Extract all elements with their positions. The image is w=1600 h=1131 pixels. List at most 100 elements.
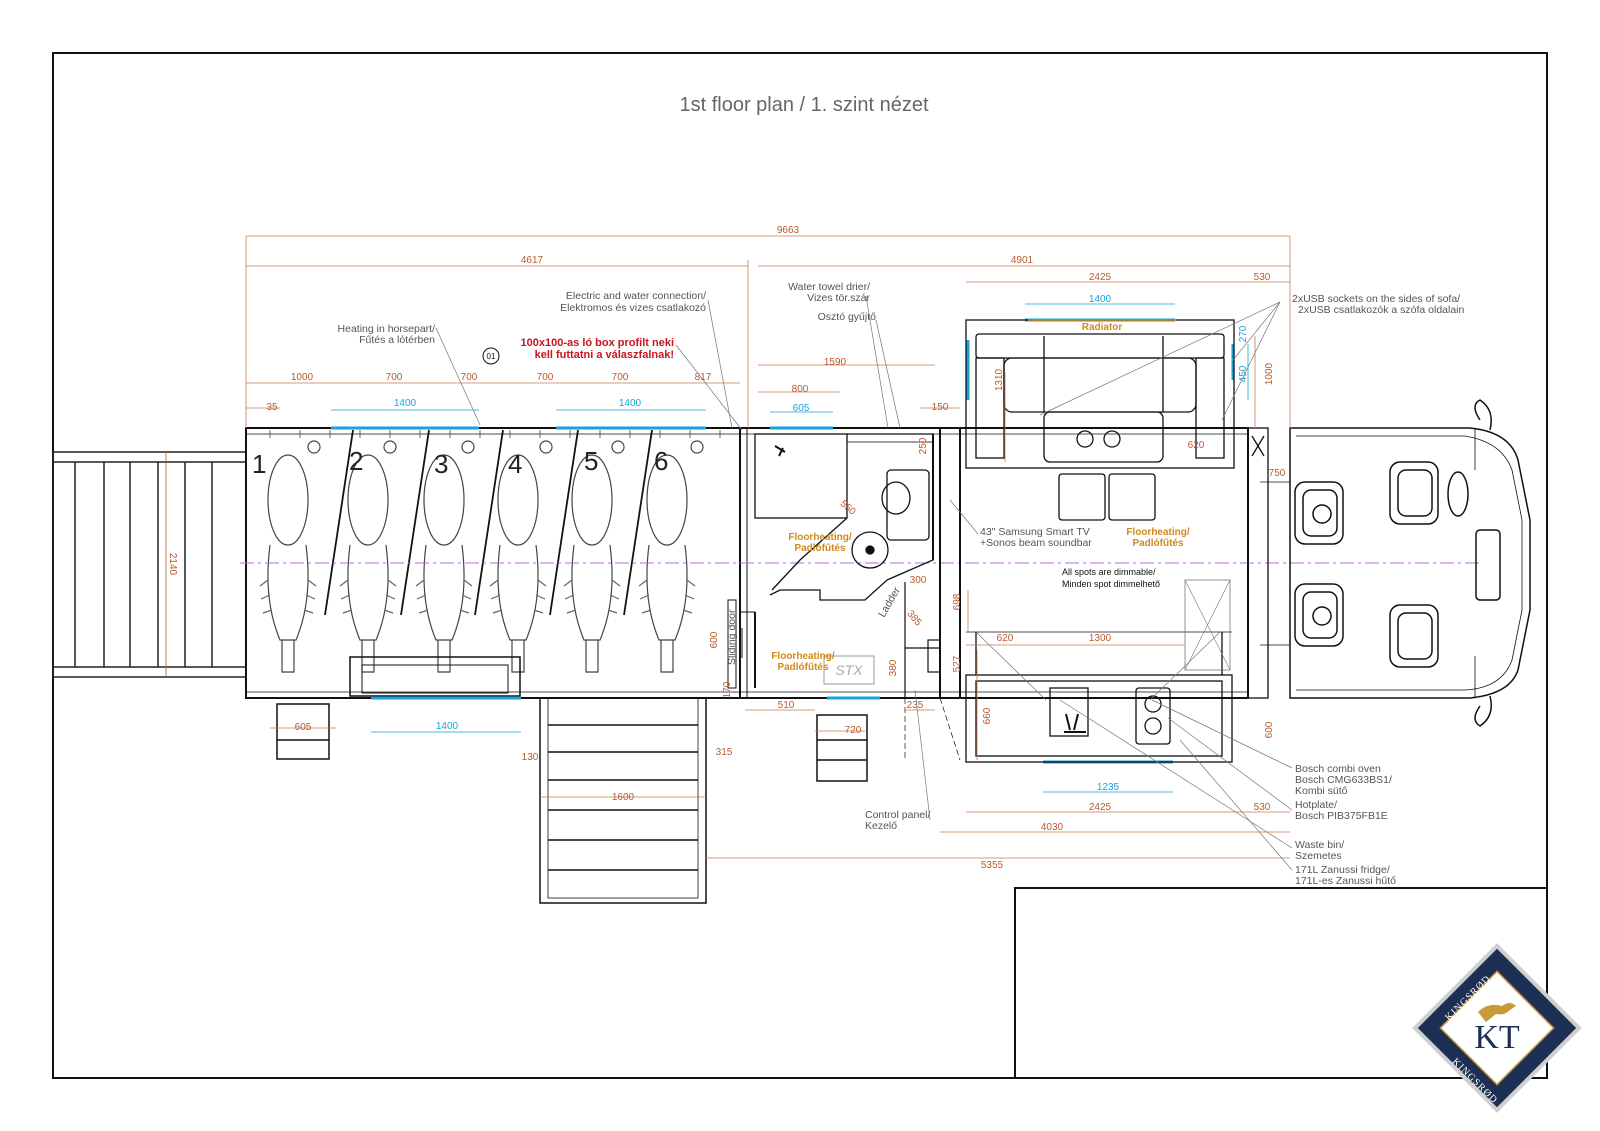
hotplate-label: Bosch PIB375FB1E (1295, 810, 1388, 822)
tv-label: +Sonos beam soundbar (980, 537, 1092, 549)
manifold-label: Osztó gyűjtő (818, 311, 877, 323)
title-block (1014, 887, 1548, 1079)
dim-kitchen-600: 600 (1264, 721, 1275, 738)
rear-ramp (52, 451, 247, 678)
dim-width-2140: 2140 (167, 553, 178, 576)
dim-kitchen-660: 660 (982, 707, 993, 724)
dim-550: 550 (838, 499, 858, 518)
dim-698: 698 (952, 593, 963, 610)
dim-385: 385 (904, 608, 923, 628)
dim-stall: 817 (695, 372, 712, 383)
dim-527: 527 (952, 655, 963, 672)
control-panel-label: Kezelő (865, 820, 897, 832)
partition-note: 01 100x100-as ló box profilt neki kell f… (482, 337, 674, 365)
stall-dividers (324, 429, 653, 616)
dim-stall: 700 (386, 372, 403, 383)
dim-window-2: 1400 (619, 398, 642, 409)
dim-kitchen-1300: 1300 (1089, 633, 1112, 644)
svg-text:kell futtatni a válaszfalnak!: kell futtatni a válaszfalnak! (535, 349, 674, 361)
dim-170: 170 (722, 681, 733, 698)
waste-bin-label: Waste bin/ (1295, 839, 1344, 851)
sofa (965, 319, 1235, 521)
spots-label: Minden spot dimmelhető (1062, 579, 1160, 589)
svg-text:STX: STX (835, 662, 863, 678)
dim-offset-130: 130 (522, 752, 539, 763)
svg-text:01: 01 (487, 352, 496, 361)
dim-step-510: 510 (778, 700, 795, 711)
svg-text:100x100-as ló box profilt neki: 100x100-as ló box profilt neki (521, 337, 674, 349)
dim-living-5355: 5355 (981, 860, 1004, 871)
dim-horse-section: 4617 (521, 255, 544, 266)
usb-label: 2xUSB sockets on the sides of sofa/ (1292, 293, 1460, 305)
floorheat-living-label: Padlófűtés (1132, 538, 1184, 549)
dim-depth-1310: 1310 (994, 368, 1005, 391)
oven-label: Bosch combi oven (1295, 763, 1381, 775)
dim-depth-450: 450 (1238, 365, 1249, 382)
dim-window-1: 1400 (394, 398, 417, 409)
cab-partition (1247, 427, 1269, 699)
leader-lines (435, 295, 1293, 871)
radiator-label: Radiator (1082, 322, 1123, 333)
dim-tank-605: 605 (295, 722, 312, 733)
dim-window-bottom: 1400 (436, 721, 459, 732)
dim-stall: 700 (612, 372, 629, 383)
towel-drier-label: Vizes tör.szár (807, 292, 870, 304)
floorheat-bath-label: Padlófűtés (794, 543, 846, 554)
stall-number: 3 (434, 449, 448, 479)
dim-table-620: 620 (1188, 440, 1205, 451)
floorheat-living-label: Floorheating/ (1126, 527, 1190, 538)
dim-kitchen-side: 530 (1254, 802, 1271, 813)
horse-icon (1478, 1003, 1516, 1022)
dim-300: 300 (910, 575, 927, 586)
dim-kitchen-window: 1235 (1097, 782, 1120, 793)
ladder-label: Ladder (876, 585, 903, 620)
dim-step-720: 720 (845, 725, 862, 736)
floorheat-hall-label: Floorheating/ (771, 651, 835, 662)
stall-number: 5 (584, 446, 598, 476)
spots-label: All spots are dimmable/ (1062, 567, 1156, 577)
stall-number: 4 (508, 449, 522, 479)
kitchen (965, 579, 1233, 763)
fridge-label: 171L Zanussi fridge/ (1295, 864, 1390, 876)
sheet-border (52, 52, 1548, 1079)
logo-initials: KT (1474, 1019, 1520, 1056)
truck-cab (1260, 399, 1531, 727)
dim-250: 250 (918, 437, 929, 454)
dim-kitchen-width: 2425 (1089, 802, 1112, 813)
dim-bath-width: 1590 (824, 357, 847, 368)
hallway (904, 582, 961, 761)
tv-label: 43" Samsung Smart TV (980, 526, 1090, 538)
dim-shower-width: 800 (792, 384, 809, 395)
floorheat-hall-label: Padlófűtés (777, 662, 829, 673)
floorheat-bath-label: Floorheating/ (788, 532, 852, 543)
page-title: 1st floor plan / 1. szint nézet (679, 94, 928, 116)
kingsrod-logo (1412, 943, 1582, 1113)
dim-ramp-1600: 1600 (612, 792, 635, 803)
saddle-box (349, 656, 521, 697)
external-steps (276, 697, 868, 904)
dimension-lines (245, 235, 1291, 859)
hotplate-label: Hotplate/ (1295, 799, 1337, 811)
oven-label: Bosch CMG633BS1/ (1295, 774, 1392, 786)
dim-depth-1000: 1000 (1264, 362, 1275, 385)
dim-sofa-inner: 1400 (1089, 294, 1112, 305)
dim-sofa-side: 530 (1254, 272, 1271, 283)
stx-logo: STX (823, 655, 875, 685)
dim-600: 600 (709, 631, 720, 648)
horse-figures (259, 440, 704, 673)
window-dimension-lines (331, 303, 1249, 793)
dim-living-4030: 4030 (1041, 822, 1064, 833)
dim-door-750: 750 (1269, 468, 1286, 479)
towel-drier-label: Water towel drier/ (788, 281, 870, 293)
dim-step-235: 235 (907, 700, 924, 711)
sliding-door-label: Sliding door (726, 609, 738, 665)
dim-living-section: 4901 (1011, 255, 1034, 266)
dim-step-150: 150 (932, 402, 949, 413)
heating-label: Fűtés a lótérben (359, 334, 435, 346)
dim-stall-offset: 35 (266, 402, 278, 413)
dim-depth-270: 270 (1238, 325, 1249, 342)
dim-total-length: 9663 (777, 225, 800, 236)
fridge-label: 171L-es Zanussi hűtő (1295, 875, 1396, 887)
dim-stall: 700 (461, 372, 478, 383)
